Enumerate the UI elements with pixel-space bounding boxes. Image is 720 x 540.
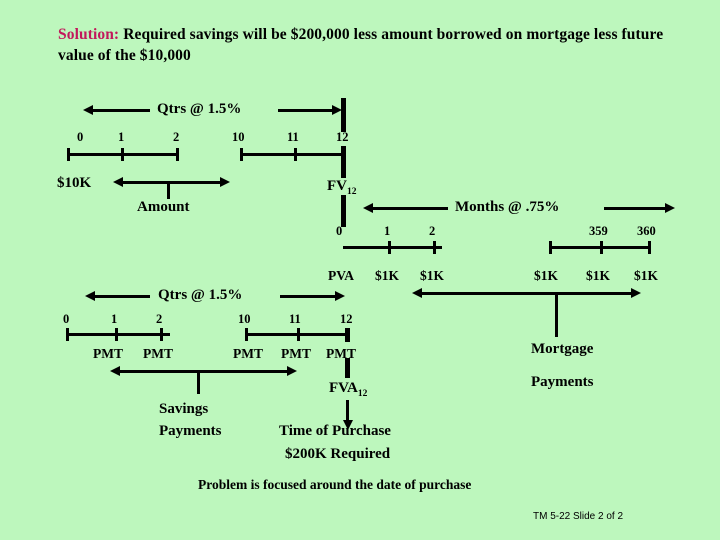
bot-tick-1	[115, 328, 118, 341]
months-arrow-left-shaft	[372, 207, 448, 210]
top-axis-right-segment	[240, 153, 343, 156]
mid-cashflow-361: $1K	[634, 268, 659, 283]
top-period-1: 1	[118, 130, 125, 144]
mid-cashflow-360: $1K	[586, 268, 611, 283]
top-period-12: 12	[336, 130, 349, 144]
bot-period-0: 0	[63, 312, 70, 326]
savings-arrow-shaft	[119, 370, 289, 373]
bot-tick-0	[66, 328, 69, 341]
bot-period-11: 11	[289, 312, 301, 326]
mid-period-1: 1	[384, 224, 391, 238]
fva12-arrow-shaft	[346, 400, 349, 422]
months-axis-label: Months @ .75%	[455, 199, 560, 215]
fva12-subscript: 12	[357, 389, 368, 399]
months-arrow-left-head	[363, 203, 373, 213]
mid-cashflow-pva: PVA	[328, 268, 355, 283]
heading-line-2: mortgage less future value of the $10,00…	[58, 26, 664, 64]
top-period-10: 10	[232, 130, 245, 144]
heading-line-1: Required savings will be $200,000 less a…	[123, 26, 523, 43]
bot-tick-11	[297, 328, 300, 341]
required-amount-label: $200K Required	[285, 446, 391, 462]
page-title: Solution: Required savings will be $200,…	[58, 24, 668, 66]
fv12-label: FV12	[327, 178, 357, 197]
mid-period-2: 2	[429, 224, 436, 238]
mid-period-0: 0	[336, 224, 343, 238]
mortgage-stem	[555, 292, 558, 337]
top-tick-1	[121, 148, 124, 161]
top-tick-10	[240, 148, 243, 161]
bot-pmt-12: PMT	[326, 346, 356, 361]
qtrs-bottom-arrow-right-shaft	[280, 295, 337, 298]
savings-arrow-right-head	[287, 366, 297, 376]
top-period-0: 0	[77, 130, 84, 144]
top-period-2: 2	[173, 130, 180, 144]
bot-period-2: 2	[156, 312, 163, 326]
mid-tick-2	[433, 241, 436, 254]
mortgage-label: Mortgage	[531, 341, 594, 357]
savings-stem	[197, 370, 200, 394]
mid-cashflow-359: $1K	[534, 268, 559, 283]
qtrs-top-axis-label: Qtrs @ 1.5%	[157, 101, 242, 117]
bot-axis-right-segment	[245, 333, 348, 336]
qtrs-top-arrow-right-shaft	[278, 109, 334, 112]
qtrs-top-arrow-left-head	[83, 105, 93, 115]
qtrs-bottom-axis-label: Qtrs @ 1.5%	[158, 287, 243, 303]
mid-tick-360	[648, 241, 651, 254]
qtrs-top-arrow-right-head	[332, 105, 342, 115]
bot-period-12: 12	[340, 312, 353, 326]
mortgage-arrow-left-head	[412, 288, 422, 298]
top-tick-0	[67, 148, 70, 161]
fv12-marker-bar-upper	[341, 98, 346, 132]
mid-tick-1	[388, 241, 391, 254]
bot-pmt-11: PMT	[281, 346, 311, 361]
bot-tick-12	[345, 328, 350, 342]
conclusion-text: Problem is focused around the date of pu…	[198, 477, 472, 492]
amount-arrow-shaft	[122, 181, 222, 184]
mid-axis-left-segment	[343, 246, 442, 249]
months-arrow-right-head	[665, 203, 675, 213]
mortgage-payments-label: Payments	[531, 374, 594, 390]
qtrs-top-arrow-left-shaft	[92, 109, 150, 112]
bot-pmt-10: PMT	[233, 346, 263, 361]
fv12-marker-bar-mid	[341, 146, 346, 178]
top-tick-2	[176, 148, 179, 161]
amount-stem	[167, 181, 170, 199]
qtrs-bottom-arrow-left-head	[85, 291, 95, 301]
qtrs-bottom-arrow-left-shaft	[94, 295, 150, 298]
bot-pmt-1: PMT	[93, 346, 123, 361]
top-period-11: 11	[287, 130, 299, 144]
mid-cashflow-1: $1K	[375, 268, 400, 283]
fva12-marker-bar-upper	[345, 358, 350, 378]
bot-pmt-2: PMT	[143, 346, 173, 361]
top-tick-11	[294, 148, 297, 161]
bot-period-10: 10	[238, 312, 251, 326]
slide-footer: TM 5-22 Slide 2 of 2	[533, 511, 624, 522]
bot-tick-10	[245, 328, 248, 341]
fv12-marker-bar-lower	[341, 195, 346, 227]
fva12-label: FVA12	[329, 380, 368, 399]
mortgage-arrow-right-head	[631, 288, 641, 298]
amount-arrow-right-head	[220, 177, 230, 187]
mortgage-arrow-shaft	[421, 292, 633, 295]
bot-period-1: 1	[111, 312, 118, 326]
mid-tick-359	[600, 241, 603, 254]
solution-label: Solution:	[58, 26, 120, 43]
mid-period-360: 360	[637, 224, 656, 238]
savings-label: Savings	[159, 401, 209, 417]
mid-cashflow-2: $1K	[420, 268, 445, 283]
mid-period-359: 359	[589, 224, 608, 238]
ten-k-label: $10K	[57, 175, 92, 191]
savings-arrow-left-head	[110, 366, 120, 376]
mid-tick-358	[549, 241, 552, 254]
time-of-purchase-label: Time of Purchase	[279, 423, 391, 439]
months-arrow-right-shaft	[604, 207, 667, 210]
fv12-subscript: 12	[347, 187, 357, 197]
fva12-arrow-head	[343, 420, 353, 430]
savings-payments-label: Payments	[159, 423, 222, 439]
amount-arrow-left-head	[113, 177, 123, 187]
qtrs-bottom-arrow-right-head	[335, 291, 345, 301]
bot-tick-2	[160, 328, 163, 341]
bot-axis-left-segment	[66, 333, 170, 336]
amount-label: Amount	[137, 199, 190, 215]
